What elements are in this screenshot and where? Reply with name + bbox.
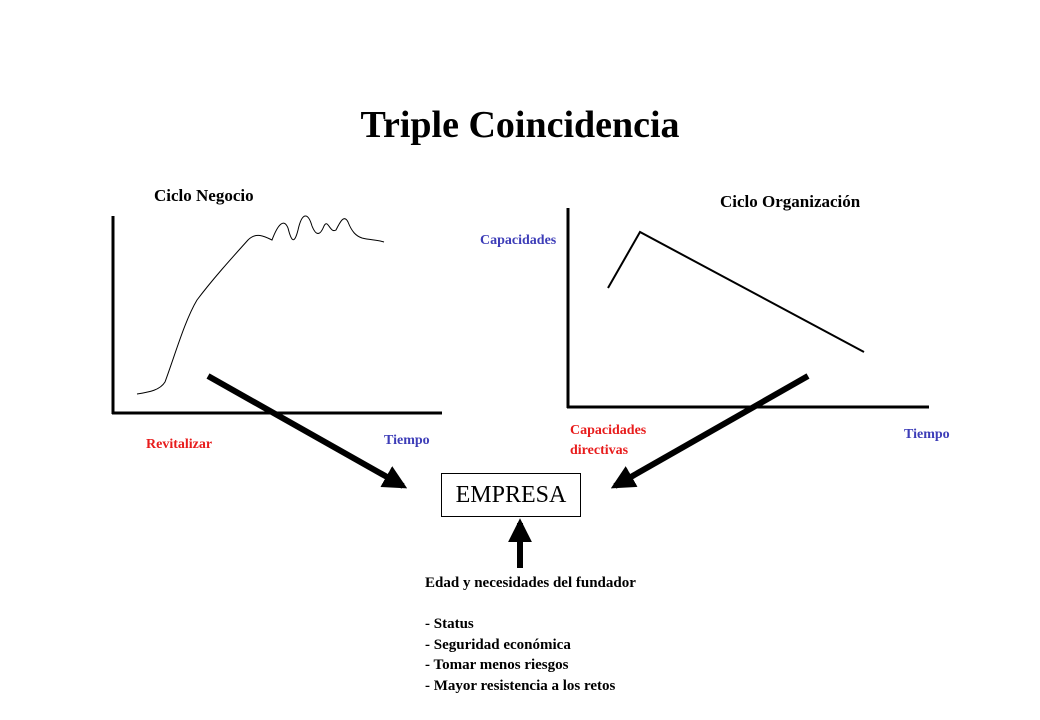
founder-list-item: - Mayor resistencia a los retos <box>425 677 616 694</box>
business-cycle-bottom-label: Revitalizar <box>146 437 213 452</box>
founder-block: Edad y necesidades del fundador - Status… <box>425 573 636 696</box>
business-cycle-curve <box>136 215 385 395</box>
arrow-from-business-cycle <box>206 373 408 489</box>
founder-list-item: - Seguridad económica <box>425 636 571 653</box>
empresa-box: EMPRESA <box>441 473 581 517</box>
organization-cycle-line <box>607 230 865 353</box>
founder-list-item: - Status <box>425 616 474 632</box>
founder-list-item: - Tomar menos riesgos <box>425 657 569 673</box>
organization-cycle-y-label: Capacidades <box>480 233 557 248</box>
business-cycle-x-label: Tiempo <box>384 433 430 448</box>
founder-list: - Status - Seguridad económica - Tomar m… <box>425 614 636 696</box>
business-cycle-title: Ciclo Negocio <box>154 186 254 205</box>
page-title: Triple Coincidencia <box>360 104 680 146</box>
organization-cycle-bottom-label: Capacidades directivas <box>570 423 647 458</box>
founder-spacer <box>425 594 636 615</box>
organization-cycle-title: Ciclo Organización <box>720 192 861 211</box>
founder-heading: Edad y necesidades del fundador <box>425 575 636 591</box>
organization-cycle-x-label: Tiempo <box>904 427 950 442</box>
empresa-label: EMPRESA <box>455 481 567 508</box>
arrow-from-organization-cycle <box>610 373 810 489</box>
